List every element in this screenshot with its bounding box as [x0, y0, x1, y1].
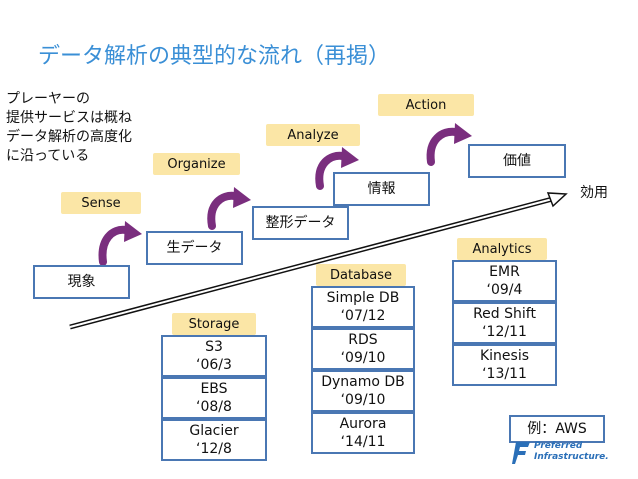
service-name: EMR [489, 264, 520, 280]
service-name: S3 [205, 339, 223, 355]
phenomenon-label: 現象 [67, 274, 96, 290]
note-line: に沿っている [6, 148, 90, 164]
information-label: 情報 [367, 181, 396, 197]
company-logo: Preferred Infrastructure. [512, 440, 632, 468]
curve-arrow-action [426, 127, 460, 166]
logo-mark-icon [512, 442, 530, 464]
service-name: EBS [200, 381, 228, 397]
effect-label: 効用 [580, 185, 608, 201]
service-name: Glacier [189, 423, 239, 439]
analytics-tag: Analytics [457, 238, 547, 260]
service-date: ‘08/8 [196, 399, 232, 415]
service-date: ‘12/8 [196, 441, 232, 457]
player-note: プレーヤーの 提供サービスは概ね データ解析の高度化 に沿っている [6, 90, 132, 166]
value-box: 価値 [468, 144, 566, 178]
curve-head-organize [233, 187, 251, 208]
raw-data-label: 生データ [166, 240, 223, 256]
information-box: 情報 [333, 172, 430, 206]
note-line: プレーヤーの [6, 91, 90, 107]
storage-item-ebs: EBS ‘08/8 [161, 377, 267, 419]
database-tag: Database [316, 264, 406, 286]
curve-arrow-organize [207, 191, 239, 230]
curve-head-sense [124, 221, 142, 242]
database-item-rds: RDS ‘09/10 [311, 328, 415, 370]
service-date: ‘09/10 [340, 350, 386, 366]
note-line: 提供サービスは概ね [6, 110, 132, 126]
analytics-item-redshift: Red Shift ‘12/11 [452, 302, 557, 344]
slide-title: データ解析の典型的な流れ（再掲） [38, 44, 391, 69]
logo-text: Preferred Infrastructure. [534, 441, 609, 463]
stage-sense: Sense [61, 192, 141, 214]
service-date: ‘13/11 [482, 366, 527, 382]
curve-arrow-analyze [315, 151, 347, 190]
service-date: ‘09/10 [340, 392, 386, 408]
service-date: ‘14/11 [340, 434, 386, 450]
logo-line1: Preferred [534, 441, 583, 451]
service-name: RDS [348, 332, 378, 348]
stage-organize: Organize [153, 153, 240, 175]
stage-analyze: Analyze [266, 124, 360, 146]
curve-arrow-sense [98, 225, 130, 266]
service-name: Aurora [339, 416, 387, 432]
logo-line2: Infrastructure. [534, 452, 609, 462]
example-aws-label: 例：AWS [527, 421, 587, 437]
service-name: Simple DB [326, 290, 400, 306]
service-name: Dynamo DB [321, 374, 405, 390]
value-label: 価値 [503, 153, 531, 169]
service-date: ‘09/4 [486, 282, 523, 298]
database-item-simpledb: Simple DB ‘07/12 [311, 286, 415, 328]
database-item-dynamodb: Dynamo DB ‘09/10 [311, 370, 415, 412]
service-date: ‘12/11 [482, 324, 527, 340]
effect-arrow [69, 192, 568, 330]
analytics-item-emr: EMR ‘09/4 [452, 260, 557, 302]
example-aws-box: 例：AWS [509, 415, 605, 443]
phenomenon-box: 現象 [33, 265, 130, 299]
storage-tag: Storage [172, 313, 256, 335]
note-line: データ解析の高度化 [6, 129, 132, 145]
service-name: Red Shift [473, 306, 536, 322]
curve-head-action [454, 123, 472, 144]
service-date: ‘06/3 [196, 357, 232, 373]
analytics-item-kinesis: Kinesis ‘13/11 [452, 344, 557, 386]
shaped-data-box: 整形データ [252, 206, 349, 240]
storage-item-s3: S3 ‘06/3 [161, 335, 267, 377]
database-item-aurora: Aurora ‘14/11 [311, 412, 415, 454]
service-date: ‘07/12 [340, 308, 386, 324]
raw-data-box: 生データ [146, 231, 243, 265]
stage-action: Action [378, 94, 474, 116]
storage-item-glacier: Glacier ‘12/8 [161, 419, 267, 461]
service-name: Kinesis [479, 348, 530, 364]
curve-head-analyze [341, 147, 359, 168]
shaped-data-label: 整形データ [265, 215, 336, 231]
